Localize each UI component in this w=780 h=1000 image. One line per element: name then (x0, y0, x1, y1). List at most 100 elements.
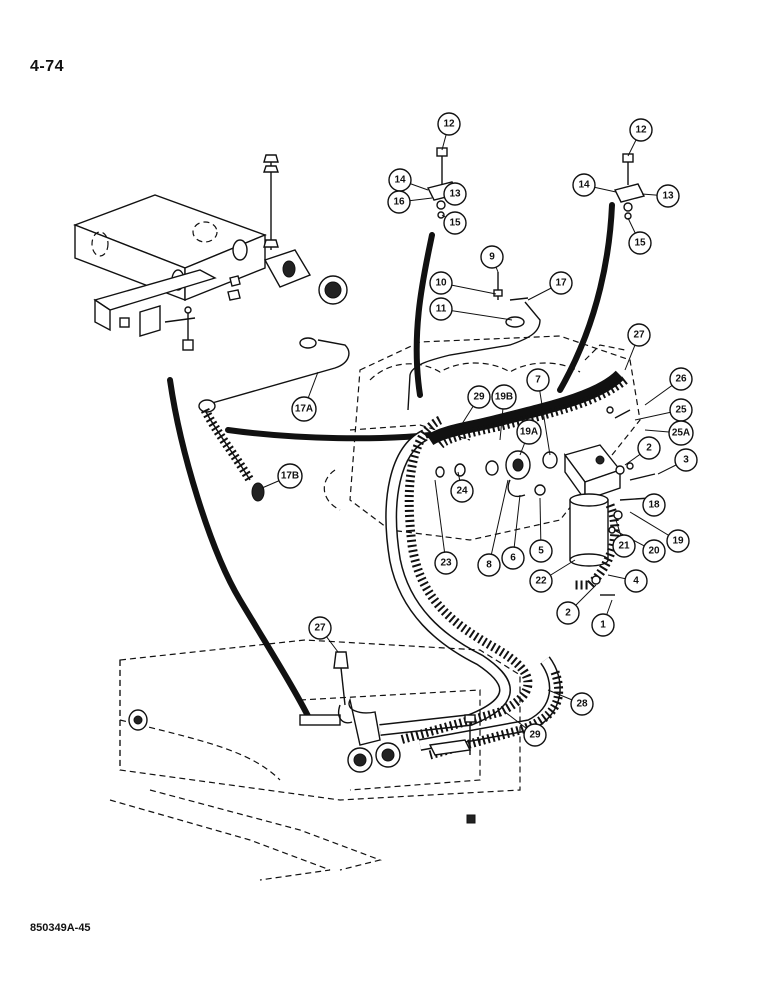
callout-20: 20 (642, 539, 666, 563)
cables (167, 202, 615, 723)
callout-2: 2 (556, 601, 580, 625)
valve-filter-assembly (563, 406, 656, 596)
callout-label: 19B (495, 392, 513, 403)
callout-label: 27 (314, 623, 326, 634)
callout-7: 7 (526, 368, 550, 392)
callout-ring (556, 601, 580, 625)
callout-17a: 17A (291, 396, 317, 422)
callout-17: 17 (549, 271, 573, 295)
callout-ring (624, 569, 648, 593)
callout-12: 12 (629, 118, 653, 142)
callout-label: 15 (449, 218, 461, 229)
callout-label: 9 (489, 252, 495, 263)
callout-ring (668, 420, 694, 446)
callout-13: 13 (656, 184, 680, 208)
callout-ring (628, 231, 652, 255)
callout-19: 19 (666, 529, 690, 553)
callout-25: 25 (669, 398, 693, 422)
hydraulic-tubes (198, 272, 541, 502)
callout-ring (429, 297, 453, 321)
middle-fittings (435, 450, 558, 497)
callout-ring (443, 182, 467, 206)
callout-ring (277, 463, 303, 489)
callout-19a: 19A (516, 419, 542, 445)
callout-ring (591, 613, 615, 637)
callout-ring (529, 569, 553, 593)
callout-29: 29 (523, 723, 547, 747)
callout-label: 10 (435, 278, 447, 289)
callout-label: 13 (662, 191, 674, 202)
callout-ring (529, 539, 553, 563)
callout-label: 5 (538, 546, 544, 557)
callout-ring (674, 448, 698, 472)
callout-ring (549, 271, 573, 295)
callout-label: 18 (648, 500, 660, 511)
callout-1: 1 (591, 613, 615, 637)
callout-19b: 19B (491, 384, 517, 410)
callout-ring (526, 368, 550, 392)
callout-leader (488, 479, 509, 566)
callout-21: 21 (612, 534, 636, 558)
callout-12: 12 (437, 112, 461, 136)
callout-29: 29 (467, 385, 491, 409)
callout-label: 13 (449, 189, 461, 200)
callout-28: 28 (570, 692, 594, 716)
callout-25a: 25A (668, 420, 694, 446)
callout-ring (450, 479, 474, 503)
callout-17b: 17B (277, 463, 303, 489)
callout-23: 23 (434, 551, 458, 575)
callout-label: 8 (486, 560, 492, 571)
callout-label: 16 (393, 197, 405, 208)
callout-ring (477, 553, 501, 577)
callout-27: 27 (308, 616, 332, 640)
callout-ring (570, 692, 594, 716)
callout-2: 2 (637, 436, 661, 460)
callout-label: 22 (535, 576, 547, 587)
callout-ring (501, 546, 525, 570)
callout-label: 25 (675, 405, 687, 416)
callout-label: 2 (646, 443, 652, 454)
callout-ring (629, 118, 653, 142)
clamp-assembly-right (613, 153, 646, 220)
callout-26: 26 (669, 367, 693, 391)
callout-6: 6 (501, 546, 525, 570)
callout-label: 2 (565, 608, 571, 619)
callout-15: 15 (443, 211, 467, 235)
callout-3: 3 (674, 448, 698, 472)
callout-5: 5 (529, 539, 553, 563)
callout-label: 19A (520, 427, 538, 438)
callout-label: 11 (436, 304, 447, 315)
callout-label: 15 (634, 238, 646, 249)
callout-label: 21 (618, 541, 630, 552)
callout-ring (666, 529, 690, 553)
callout-ring (612, 534, 636, 558)
callout-22: 22 (529, 569, 553, 593)
callout-label: 26 (675, 374, 687, 385)
callout-label: 23 (440, 558, 452, 569)
callout-ring (637, 436, 661, 460)
callout-ring (434, 551, 458, 575)
callout-ring (656, 184, 680, 208)
callout-label: 1 (600, 620, 606, 631)
callout-label: 17 (555, 278, 567, 289)
callout-label: 14 (394, 175, 406, 186)
callout-ring (572, 173, 596, 197)
callout-leader (440, 308, 513, 321)
callout-label: 25A (672, 428, 690, 439)
callout-ring (627, 323, 651, 347)
callout-14: 14 (572, 173, 596, 197)
callout-8: 8 (477, 553, 501, 577)
callout-ring (429, 271, 453, 295)
callout-label: 17A (295, 404, 313, 415)
callout-27: 27 (627, 323, 651, 347)
callout-ring (491, 384, 517, 410)
callout-ring (523, 723, 547, 747)
callout-ring (642, 539, 666, 563)
callout-ring (467, 385, 491, 409)
callout-ring (437, 112, 461, 136)
callout-label: 12 (635, 125, 647, 136)
callout-9: 9 (480, 245, 504, 269)
